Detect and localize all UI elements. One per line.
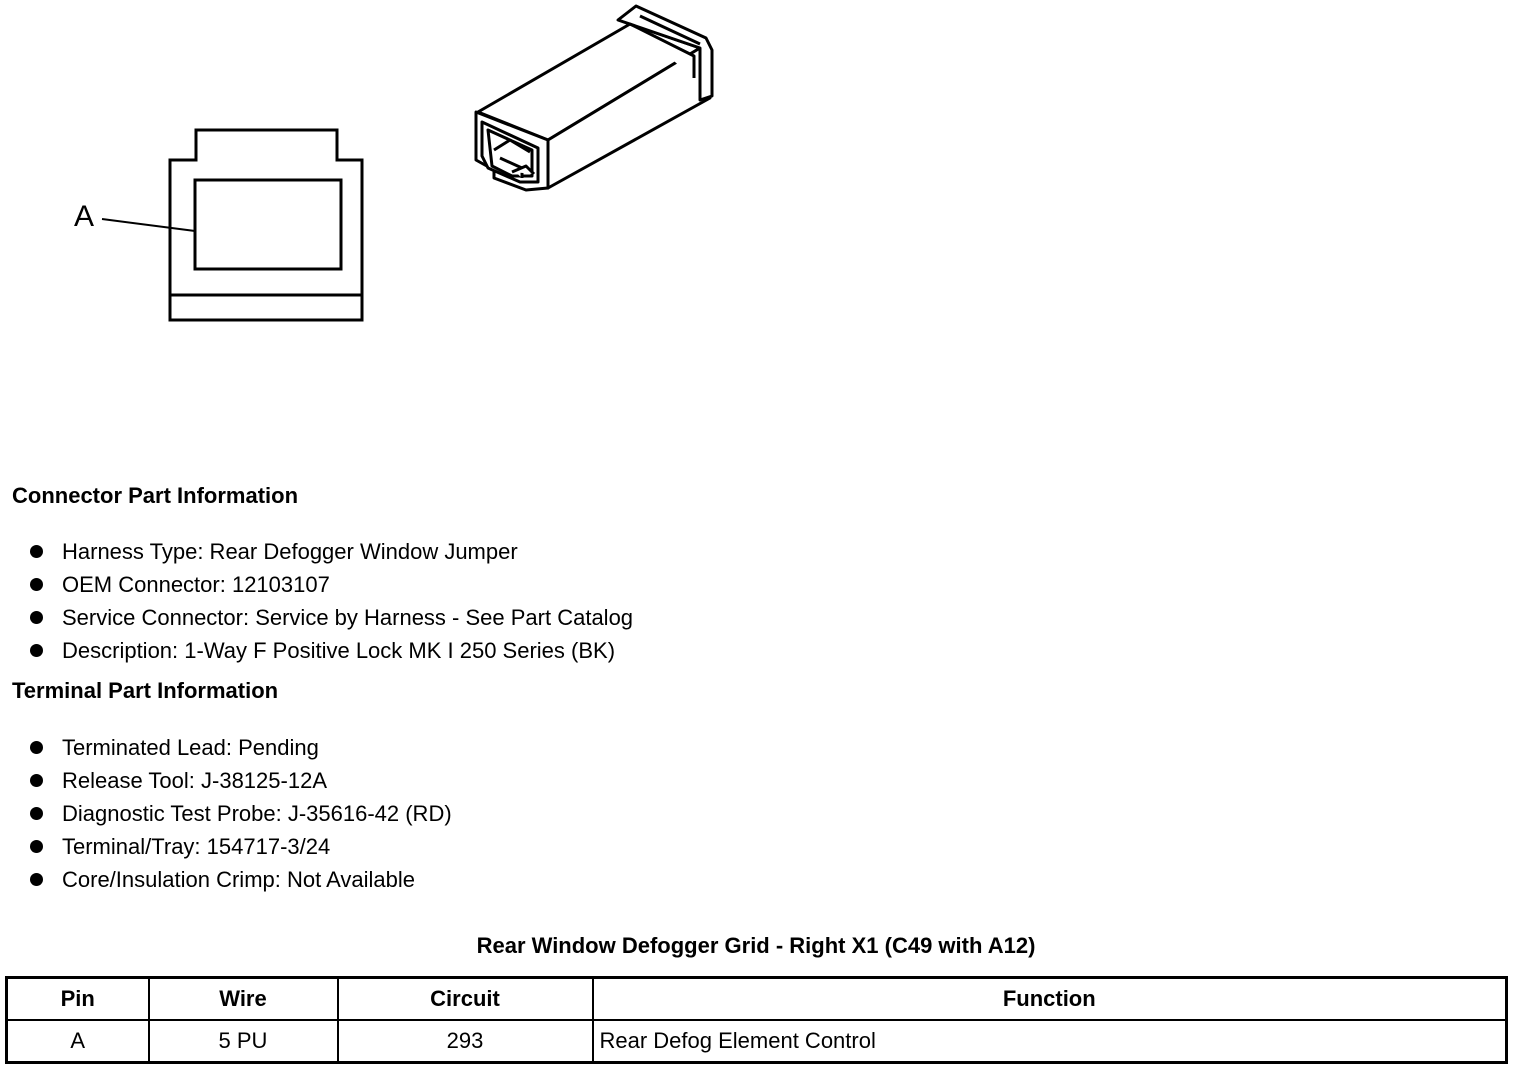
bullet-icon <box>30 611 43 624</box>
bullet-icon <box>30 807 43 820</box>
pinout-table-title: Rear Window Defogger Grid - Right X1 (C4… <box>476 933 1036 958</box>
list-item-text: OEM Connector: 12103107 <box>62 572 330 597</box>
column-header-circuit: Circuit <box>336 976 594 1021</box>
table-row: A 5 PU 293 Rear Defog Element Control <box>5 1019 1508 1064</box>
list-item: Diagnostic Test Probe: J-35616-42 (RD) <box>26 797 452 830</box>
cell-circuit: 293 <box>336 1019 594 1064</box>
list-item: Core/Insulation Crimp: Not Available <box>26 863 452 896</box>
connector-diagram: A <box>0 0 760 340</box>
callout-leader-line <box>101 218 196 232</box>
list-item-text: Terminated Lead: Pending <box>62 735 319 760</box>
list-item: Service Connector: Service by Harness - … <box>26 601 633 634</box>
list-item: Description: 1-Way F Positive Lock MK I … <box>26 634 633 667</box>
list-item-text: Core/Insulation Crimp: Not Available <box>62 867 415 892</box>
list-item-text: Description: 1-Way F Positive Lock MK I … <box>62 638 616 663</box>
cell-pin: A <box>5 1019 150 1064</box>
callout-label-a: A <box>74 200 95 233</box>
cell-wire: 5 PU <box>147 1019 339 1064</box>
cell-function: Rear Defog Element Control <box>591 1019 1508 1064</box>
bullet-icon <box>30 644 43 657</box>
list-item: OEM Connector: 12103107 <box>26 568 633 601</box>
bullet-icon <box>30 774 43 787</box>
connector-info-list: Harness Type: Rear Defogger Window Jumpe… <box>26 535 633 667</box>
list-item-text: Diagnostic Test Probe: J-35616-42 (RD) <box>62 801 452 826</box>
connector-isometric-view <box>474 4 714 192</box>
connector-info-heading: Connector Part Information <box>12 483 299 508</box>
list-item: Release Tool: J-38125-12A <box>26 764 452 797</box>
connector-face-view <box>168 128 364 322</box>
connector-drawing <box>101 4 714 322</box>
terminal-info-list: Terminated Lead: Pending Release Tool: J… <box>26 731 452 896</box>
list-item: Terminated Lead: Pending <box>26 731 452 764</box>
table-header-row: Pin Wire Circuit Function <box>5 976 1508 1021</box>
terminal-info-heading: Terminal Part Information <box>12 678 279 703</box>
list-item-text: Release Tool: J-38125-12A <box>62 768 327 793</box>
list-item: Terminal/Tray: 154717-3/24 <box>26 830 452 863</box>
column-header-function: Function <box>591 976 1508 1021</box>
bullet-icon <box>30 545 43 558</box>
pinout-table: Pin Wire Circuit Function A 5 PU 293 Rea… <box>5 976 1508 1064</box>
bullet-icon <box>30 873 43 886</box>
list-item: Harness Type: Rear Defogger Window Jumpe… <box>26 535 633 568</box>
list-item-text: Terminal/Tray: 154717-3/24 <box>62 834 331 859</box>
column-header-pin: Pin <box>5 976 150 1021</box>
bullet-icon <box>30 578 43 591</box>
column-header-wire: Wire <box>147 976 339 1021</box>
bullet-icon <box>30 741 43 754</box>
bullet-icon <box>30 840 43 853</box>
list-item-text: Service Connector: Service by Harness - … <box>62 605 634 630</box>
list-item-text: Harness Type: Rear Defogger Window Jumpe… <box>62 539 518 564</box>
